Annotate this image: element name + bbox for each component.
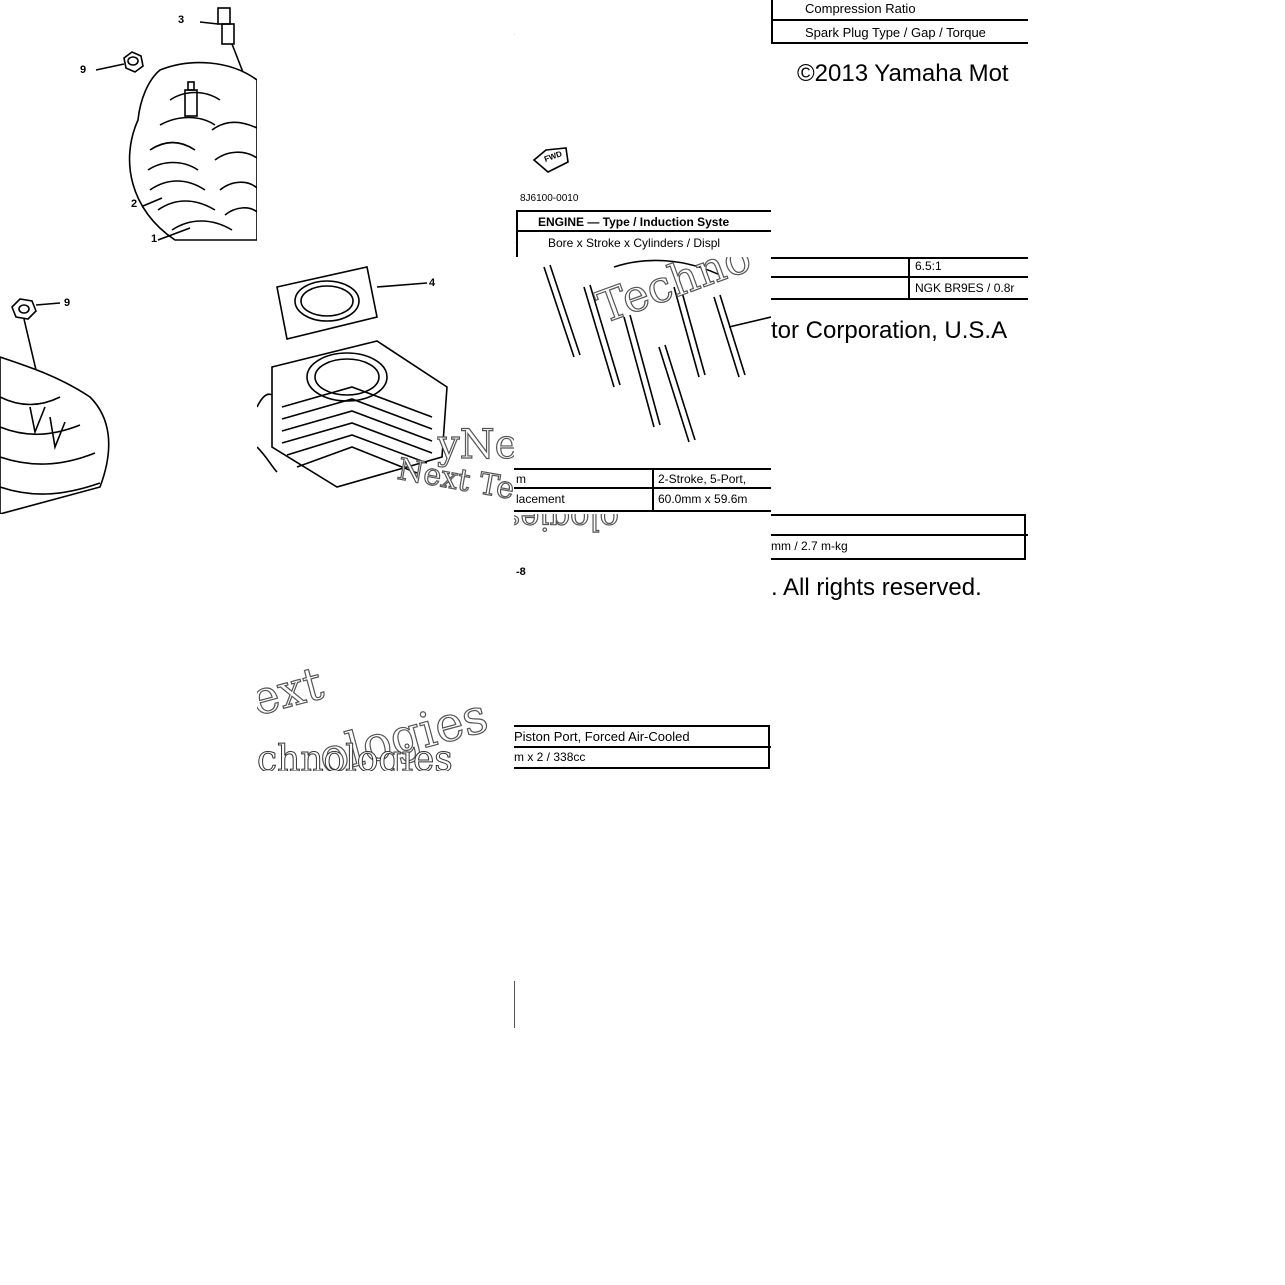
cylinder-side-tile: FWD 8J6100-0010 ENGINE — Type / Inductio…	[514, 0, 771, 257]
bore-row-label: Bore x Stroke x Cylinders / Displ	[548, 236, 721, 250]
watermark-tile: ext ologies chnologies	[257, 514, 514, 771]
blank-tile	[257, 0, 514, 257]
watermark-text: yNe	[437, 422, 514, 468]
spec-values-tile: 6.5:1 NGK BR9ES / 0.8r tor Corporation, …	[771, 257, 1028, 514]
compression-ratio-label: Compression Ratio	[805, 1, 916, 16]
displacement-label-fragment: lacement	[516, 492, 565, 506]
torque-row	[771, 514, 1026, 560]
studs-tile: Techno m lacement 2-Stroke, 5-Port, 60.0…	[514, 257, 771, 514]
torque-value: mm / 2.7 m-kg	[771, 539, 848, 553]
compression-ratio-value: 6.5:1	[915, 259, 942, 273]
spark-plug-value: NGK BR9ES / 0.8r	[915, 281, 1015, 295]
copyright-part-c: . All rights reserved.	[771, 574, 982, 601]
studs-drawing	[543, 259, 771, 443]
copyright-part-a: ©2013 Yamaha Mot	[797, 60, 1009, 87]
bore-value-continued: m x 2 / 338cc	[514, 750, 586, 764]
callout-4: 4	[429, 277, 436, 289]
blank-tile	[514, 771, 771, 1028]
cylinder-gasket-drawing	[257, 266, 448, 488]
watermark-text: ologies	[514, 514, 619, 538]
engine-table	[516, 210, 771, 257]
watermark-text: chnologies	[257, 739, 453, 771]
callout-9: 9	[64, 297, 71, 309]
lower-table-tile: ologies -8 Piston Port, Forced Air-Coole…	[514, 514, 771, 771]
cylinder-gasket-tile: 4 Next Te yNe	[257, 257, 514, 514]
type-value: 2-Stroke, 5-Port,	[658, 472, 747, 486]
head-side-drawing	[0, 298, 110, 514]
type-table	[514, 468, 771, 512]
cylinder-side-drawing	[514, 34, 569, 243]
blank-tile	[0, 514, 257, 771]
copyright-part-b: tor Corporation, U.S.A	[771, 317, 1008, 344]
type-label-fragment: m	[516, 472, 526, 486]
callout-2: 2	[131, 198, 138, 210]
cylinder-head-drawing	[95, 7, 257, 241]
spec-table-tile: Compression Ratio Spark Plug Type / Gap …	[771, 0, 1028, 257]
watermark-text: ext	[257, 655, 329, 727]
bore-value: 60.0mm x 59.6m	[658, 492, 748, 506]
callout-3: 3	[178, 14, 185, 26]
diagram-id: 8J6100-0010	[520, 193, 579, 204]
callout-1: 1	[151, 233, 158, 245]
type-value-continued: Piston Port, Forced Air-Cooled	[514, 729, 690, 744]
head-side-tile: 9	[0, 257, 257, 514]
head-diagram-tile: 9 3 2 1	[0, 0, 257, 257]
callout-8: -8	[516, 566, 526, 578]
engine-table-header: ENGINE — Type / Induction Syste	[538, 215, 730, 229]
torque-tile: mm / 2.7 m-kg . All rights reserved.	[771, 514, 1028, 771]
spark-plug-label: Spark Plug Type / Gap / Torque	[805, 25, 986, 40]
callout-9: 9	[80, 64, 87, 76]
